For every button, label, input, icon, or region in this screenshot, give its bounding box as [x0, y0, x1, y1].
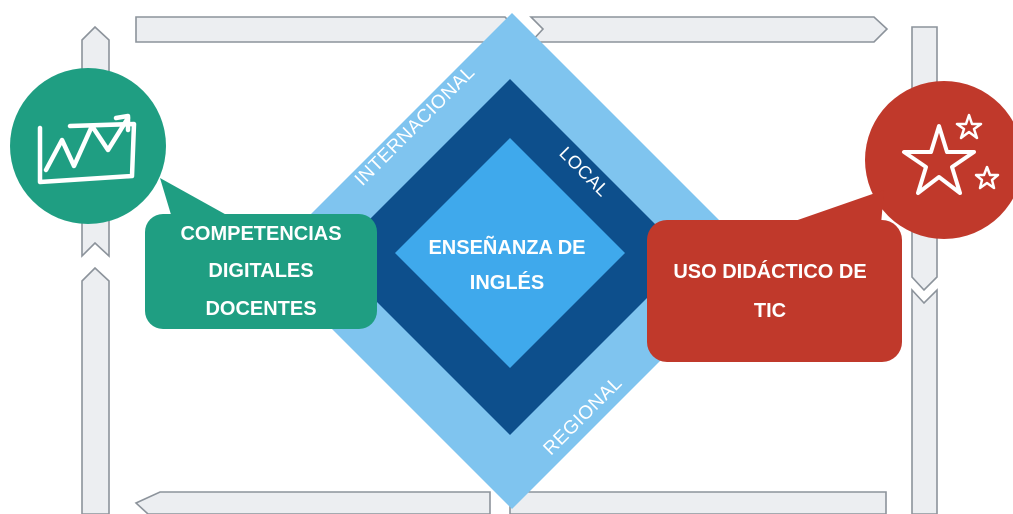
left-icon-circle: [10, 68, 166, 224]
right-callout: USO DIDÁCTICO DE TIC: [647, 81, 1013, 362]
left-callout-line3: DOCENTES: [205, 298, 316, 320]
right-icon-circle: [865, 81, 1013, 239]
right-callout-line1: USO DIDÁCTICO DE: [673, 260, 866, 283]
left-callout-box: [145, 214, 377, 329]
right-callout-box: [647, 220, 902, 362]
left-callout-line1: COMPETENCIAS: [180, 223, 341, 245]
frame-arrow-right-bottom: [911, 287, 938, 514]
center-title-line1: ENSEÑANZA DE: [428, 236, 585, 259]
left-callout-line2: DIGITALES: [208, 260, 313, 282]
right-callout-line2: TIC: [754, 300, 786, 322]
frame-arrow-left-bottom: [81, 266, 110, 514]
frame-arrow-top-right: [529, 16, 889, 43]
stars-icon: [902, 113, 1000, 195]
center-diamond: [395, 138, 625, 368]
left-callout: COMPETENCIAS DIGITALES DOCENTES: [10, 68, 377, 329]
center-title-line2: INGLÉS: [470, 271, 544, 294]
frame-arrow-bottom-right: [509, 491, 887, 514]
trend-chart-icon: [37, 113, 137, 185]
frame-arrow-top-left: [135, 16, 519, 43]
left-callout-tail: [160, 178, 232, 218]
frame-arrow-bottom-left: [134, 491, 491, 514]
